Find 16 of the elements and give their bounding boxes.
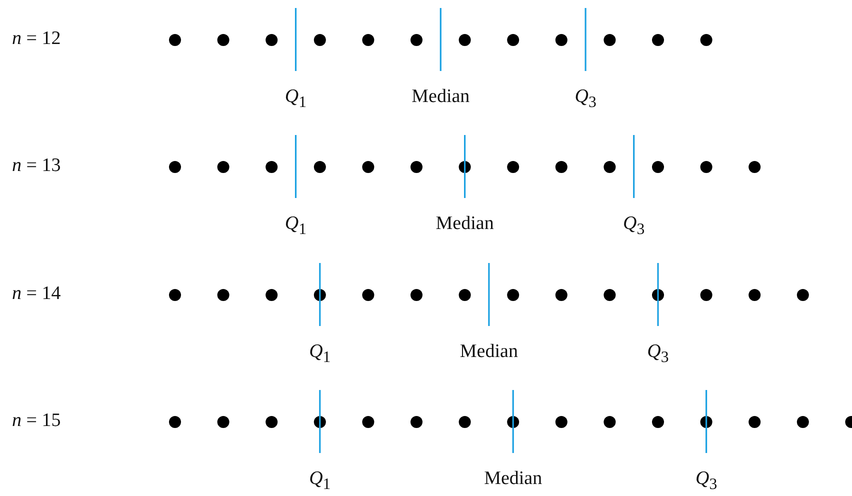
- quartile-label: Q$_{3}$: [647, 341, 669, 368]
- quartile-label: Q$_{3}$: [574, 86, 596, 113]
- quartile-label: Q$_{1}$: [309, 341, 331, 368]
- quartile-label: Q$_{1}$: [309, 468, 331, 495]
- median-label: Median: [460, 341, 518, 363]
- quartile-label: Q$_{1}$: [284, 86, 307, 113]
- quartile-label: Q$_{3}$: [623, 213, 645, 240]
- quartile-label: Q$_{3}$: [695, 468, 718, 495]
- median-label: Median: [484, 468, 542, 490]
- median-label: Median: [412, 86, 470, 108]
- median-label: Median: [436, 213, 494, 235]
- sample-size-label: n = 12: [12, 28, 61, 50]
- quartile-label: Q$_{1}$: [284, 213, 307, 240]
- sample-size-label: n = 15: [12, 410, 61, 432]
- sample-size-label: n = 13: [12, 155, 61, 177]
- sample-size-label: n = 14: [12, 283, 61, 305]
